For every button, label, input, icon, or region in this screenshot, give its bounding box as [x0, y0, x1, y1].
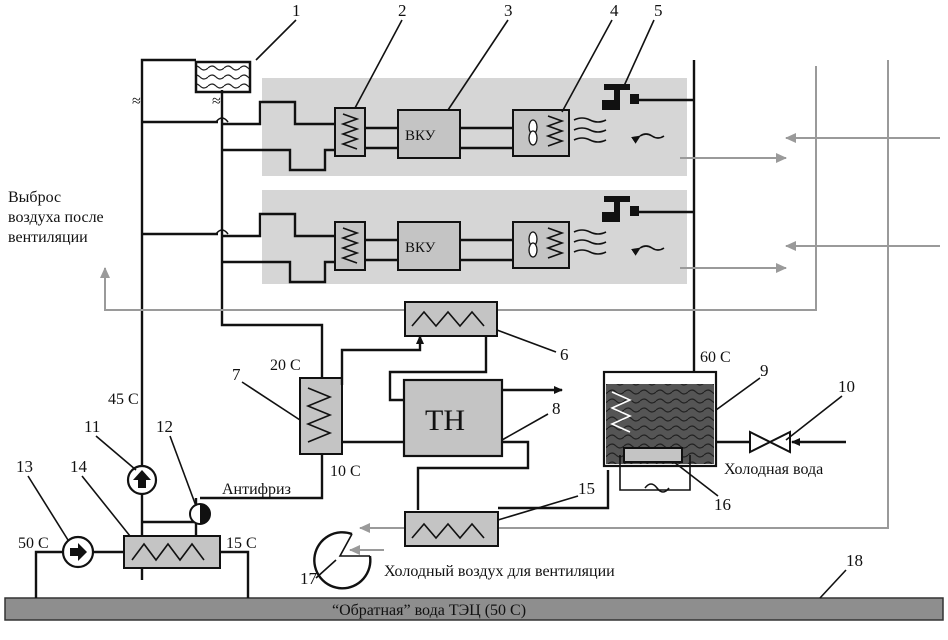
vku-label-bottom: ВКУ	[405, 240, 436, 256]
callout-9: 9	[760, 361, 769, 380]
callout-7: 7	[232, 365, 241, 384]
temp-60: 60 С	[700, 349, 731, 366]
fan-coil-4-bottom	[512, 221, 570, 269]
callout-10: 10	[838, 377, 855, 396]
air-heat-exchanger-6	[404, 301, 498, 337]
cold-water-label: Холодная вода	[724, 461, 823, 478]
exhaust-label-line1: Выброс	[8, 189, 61, 206]
callout-8: 8	[552, 399, 561, 418]
exhaust-label-line3: вентиляции	[8, 229, 88, 246]
cold-air-label: Холодный воздух для вентиляции	[384, 563, 615, 580]
temp-50: 50 С	[18, 535, 49, 552]
callout-4: 4	[610, 1, 619, 20]
fan-17-icon	[313, 531, 372, 590]
svg-text:≈: ≈	[212, 93, 221, 110]
temp-45: 45 С	[108, 391, 139, 408]
callout-1: 1	[292, 1, 301, 20]
return-water-label: “Обратная” вода ТЭЦ (50 С)	[332, 602, 526, 619]
valve-icon	[749, 430, 791, 454]
callout-15: 15	[578, 479, 595, 498]
fan-icon	[528, 119, 538, 146]
callout-12: 12	[156, 417, 173, 436]
vku-unit-top	[397, 109, 461, 159]
callout-6: 6	[560, 345, 569, 364]
vku-label-top: ВКУ	[405, 128, 436, 144]
three-way-valve-12-icon	[189, 503, 211, 525]
pump-11-icon	[126, 464, 158, 496]
pump-13-icon	[61, 535, 95, 569]
heat-pump-unit	[402, 378, 504, 458]
water-tap-icon	[602, 84, 639, 110]
callout-14: 14	[70, 457, 88, 476]
callout-17: 17	[300, 569, 318, 588]
svg-text:≈: ≈	[132, 93, 141, 110]
fan-icon	[528, 231, 538, 258]
callout-2: 2	[398, 1, 407, 20]
callout-18: 18	[846, 551, 863, 570]
exhaust-label-line2: воздуха после	[8, 209, 104, 226]
vku-unit-bottom	[397, 221, 461, 271]
fan-coil-4-top	[512, 109, 570, 157]
callout-13: 13	[16, 457, 33, 476]
callout-3: 3	[504, 1, 513, 20]
antifreeze-label: Антифриз	[222, 481, 291, 498]
heat-pump-label: ТН	[425, 404, 465, 437]
callout-16: 16	[714, 495, 731, 514]
temp-10: 10 С	[330, 463, 361, 480]
temp-20: 20 С	[270, 357, 301, 374]
water-tap-icon	[602, 196, 639, 222]
callout-5: 5	[654, 1, 663, 20]
expansion-tank-1	[194, 60, 252, 94]
return-water-pipe	[4, 597, 944, 621]
heat-exchanger-7	[299, 377, 343, 455]
callout-11: 11	[84, 417, 100, 436]
temp-15: 15 С	[226, 535, 257, 552]
